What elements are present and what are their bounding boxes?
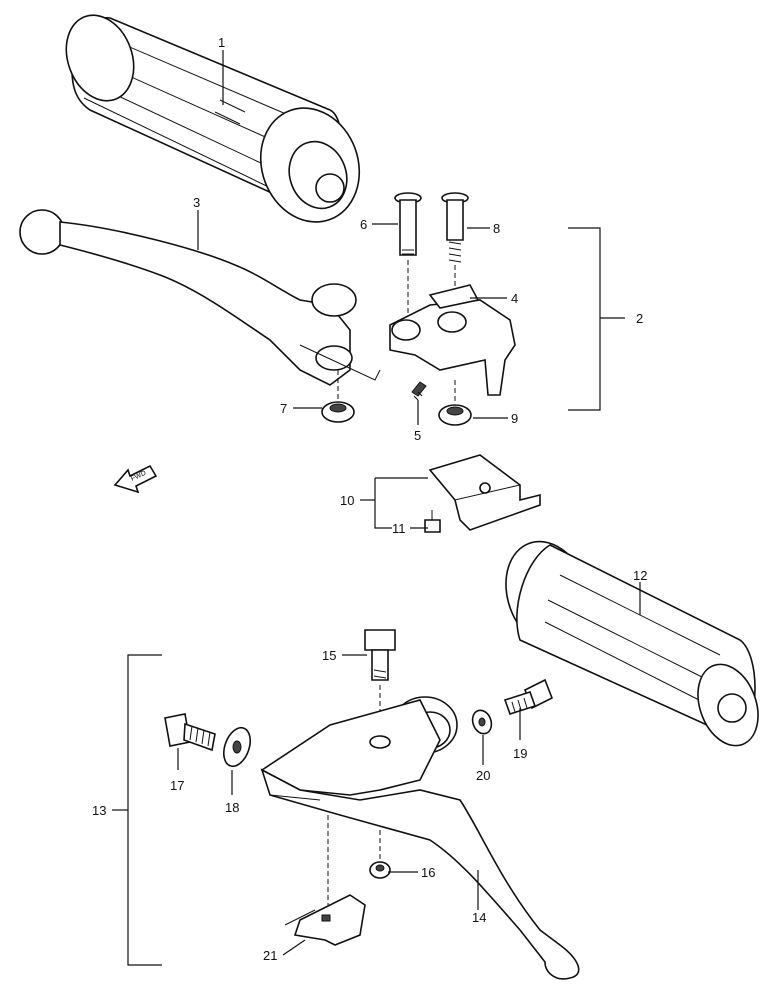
lever-holder: [389, 284, 516, 396]
cable-holder: [284, 894, 366, 946]
grip-left: [65, 14, 361, 223]
adjuster-screw: [411, 381, 427, 401]
leader-lines: [177, 50, 641, 956]
label-17: 17: [170, 778, 184, 793]
label-8: 8: [493, 221, 500, 236]
adjuster-bolt: [164, 713, 216, 752]
washer: [471, 709, 493, 735]
brake-light-switch: [428, 454, 541, 531]
label-2: 2: [636, 311, 643, 326]
label-13: 13: [92, 803, 106, 818]
label-15: 15: [322, 648, 336, 663]
label-12: 12: [633, 568, 647, 583]
bracket-2: [568, 227, 625, 411]
label-10: 10: [340, 493, 354, 508]
label-11: 11: [392, 521, 406, 536]
clutch-nut: [369, 861, 391, 879]
bracket-13: [112, 654, 162, 966]
label-9: 9: [511, 411, 518, 426]
label-3: 3: [193, 195, 200, 210]
label-14: 14: [472, 910, 486, 925]
label-16: 16: [421, 865, 435, 880]
brake-lever: [19, 209, 381, 386]
label-5: 5: [414, 428, 421, 443]
clutch-lever: [260, 696, 580, 980]
grip-right: [505, 540, 759, 747]
label-18: 18: [225, 800, 239, 815]
clutch-pivot-bolt: [364, 629, 396, 681]
label-7: 7: [280, 401, 287, 416]
label-4: 4: [511, 291, 518, 306]
nut-left: [321, 401, 355, 423]
label-19: 19: [513, 746, 527, 761]
front-arrow: FWD: [113, 464, 158, 494]
screw: [441, 192, 469, 263]
holder-bolt: [503, 678, 554, 715]
pivot-bolt: [394, 192, 422, 256]
label-20: 20: [476, 768, 490, 783]
label-6: 6: [360, 217, 367, 232]
switch-screw: [424, 510, 441, 533]
label-1: 1: [218, 35, 225, 50]
bracket-10: [360, 477, 428, 529]
lock-nut: [223, 726, 251, 768]
label-21: 21: [263, 948, 277, 963]
part-labels: 1 2 3 4 5 6 7 8 9 10 11 12 13 14 15 16 1…: [92, 35, 647, 963]
nut-right: [438, 404, 472, 426]
